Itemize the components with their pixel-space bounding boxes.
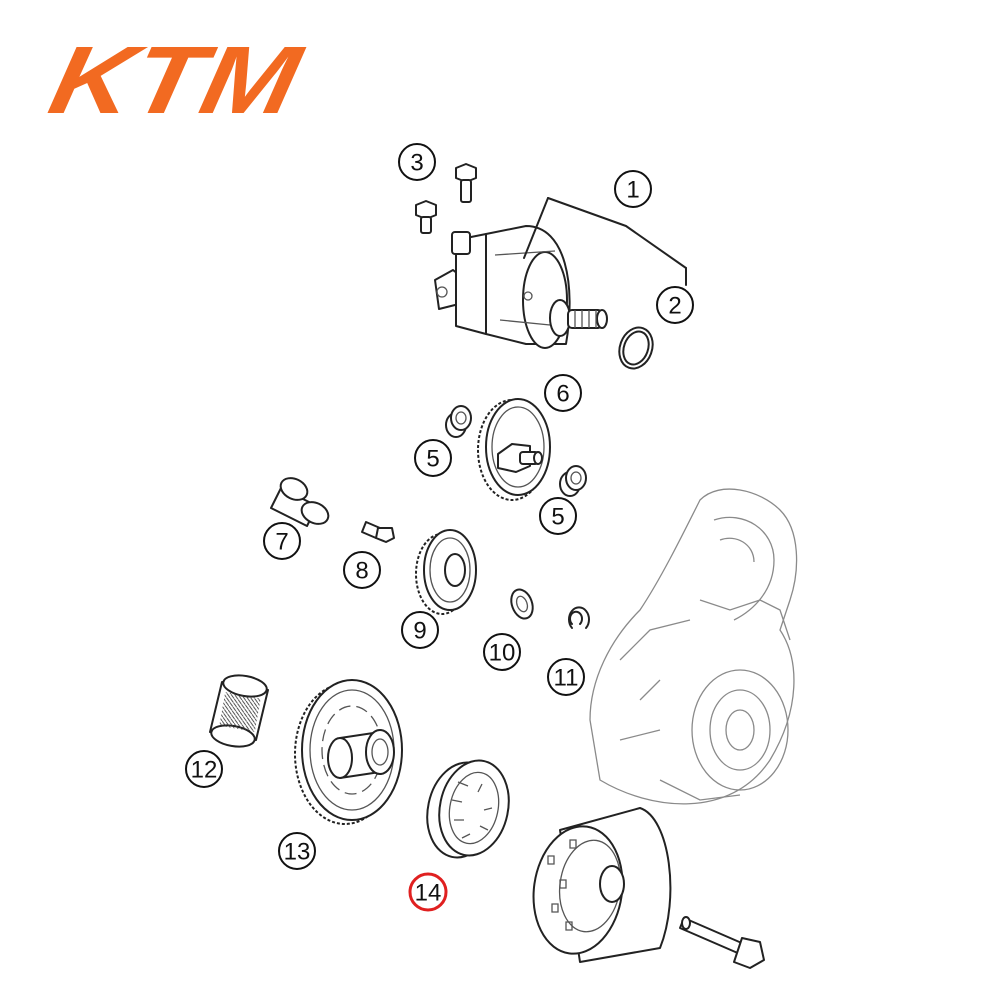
callout-number: 1 (626, 177, 639, 204)
callout-5a: 5 (414, 439, 452, 477)
bushing-part-5a (445, 405, 472, 438)
callout-11: 11 (547, 658, 585, 696)
callout-number: 10 (489, 640, 516, 667)
callout-13: 13 (278, 832, 316, 870)
bolt-part-3 (415, 163, 477, 234)
callout-1-leader (523, 197, 687, 286)
gear-part-9 (415, 529, 477, 615)
callout-number: 11 (554, 665, 579, 692)
callout-circle (483, 633, 521, 671)
callout-circle (278, 832, 316, 870)
callout-circle (398, 143, 436, 181)
callout-circle (414, 439, 452, 477)
callout-3: 3 (398, 143, 436, 181)
callout-circle (614, 170, 652, 208)
callout-7: 7 (263, 522, 301, 560)
callout-8: 8 (343, 551, 381, 589)
needle-bearing-part-12 (209, 674, 269, 748)
flywheel-bolt (679, 916, 765, 969)
engine-cover-background (589, 488, 798, 805)
callout-number: 9 (413, 618, 426, 645)
callout-number: 12 (191, 757, 218, 784)
circlip-part-11 (568, 606, 590, 629)
freewheel-part-14 (426, 759, 510, 859)
callout-10: 10 (483, 633, 521, 671)
callout-12: 12 (185, 750, 223, 788)
gear-part-13 (294, 679, 403, 825)
callout-number: 14 (415, 880, 442, 907)
callout-circle (547, 658, 585, 696)
callout-circle (401, 611, 439, 649)
ktm-logo: KTM (41, 26, 311, 134)
callout-14: 14 (408, 872, 448, 912)
callout-9: 9 (401, 611, 439, 649)
callout-number: 5 (426, 446, 439, 473)
sleeve-part-7 (270, 477, 330, 527)
bushing-part-5b (559, 465, 587, 497)
callout-number: 8 (355, 558, 368, 585)
callout-number: 3 (410, 150, 423, 177)
callout-number: 7 (275, 529, 288, 556)
rotor-flywheel (532, 807, 672, 963)
callout-number: 13 (284, 839, 311, 866)
callout-5b: 5 (539, 497, 577, 535)
callout-number: 6 (556, 381, 569, 408)
logo-text: KTM (41, 26, 311, 134)
gear-part-6 (477, 398, 551, 501)
callout-6: 6 (544, 374, 582, 412)
callout-number: 2 (668, 293, 681, 320)
callout-circle (185, 750, 223, 788)
logo-shape (52, 40, 300, 118)
callout-2: 2 (656, 286, 694, 324)
callout-circle (544, 374, 582, 412)
washer-part-10 (510, 588, 534, 620)
callout-number: 5 (551, 504, 564, 531)
bolt-part-8 (361, 521, 395, 543)
o-ring-part-2 (618, 326, 654, 370)
callout-circle (656, 286, 694, 324)
starter-motor-part-1 (434, 225, 608, 349)
callout-circle (408, 872, 448, 912)
callout-1: 1 (614, 170, 652, 208)
callout-circle (263, 522, 301, 560)
callout-circle (539, 497, 577, 535)
callout-circle (343, 551, 381, 589)
